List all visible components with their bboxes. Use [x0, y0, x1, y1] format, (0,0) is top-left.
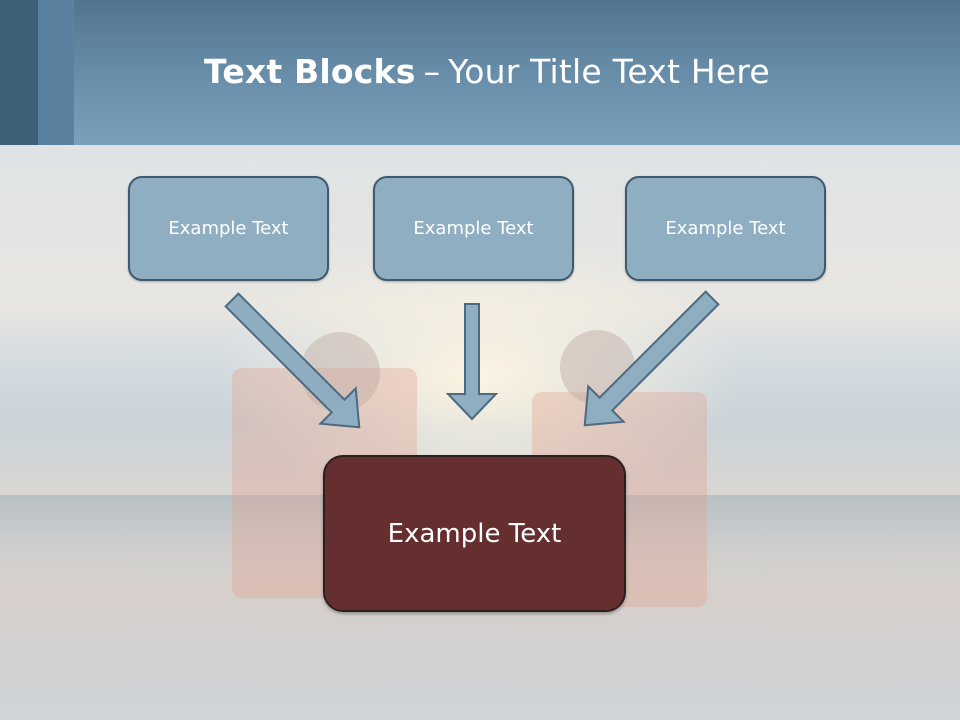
right-arrow-icon: [583, 290, 720, 427]
main-text-block[interactable]: Example Text: [323, 455, 626, 612]
title-band: Text Blocks–Your Title Text Here: [0, 0, 960, 145]
center-arrow-icon: [445, 303, 499, 421]
header-accent-mid: [38, 0, 74, 145]
text-block-2[interactable]: Example Text: [373, 176, 574, 281]
header-accent-dark: [0, 0, 38, 145]
title-rest-part: Your Title Text Here: [448, 52, 770, 91]
text-block-1[interactable]: Example Text: [128, 176, 329, 281]
left-arrow-icon: [224, 292, 361, 429]
title-bold-part: Text Blocks: [204, 52, 416, 91]
main-text-block-label: Example Text: [387, 518, 562, 549]
slide-title: Text Blocks–Your Title Text Here: [204, 52, 770, 91]
title-separator: –: [423, 52, 441, 91]
text-block-3[interactable]: Example Text: [625, 176, 826, 281]
text-block-1-label: Example Text: [168, 218, 289, 239]
text-block-2-label: Example Text: [413, 218, 534, 239]
text-block-3-label: Example Text: [665, 218, 786, 239]
